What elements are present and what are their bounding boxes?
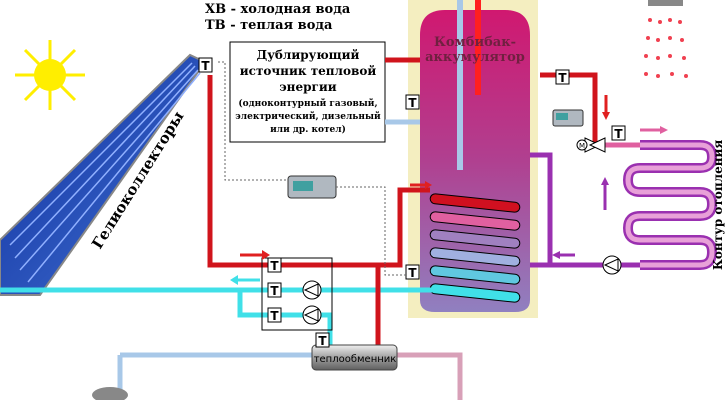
- signal-line: [218, 61, 288, 181]
- temperature-sensor-icon: T: [611, 125, 626, 141]
- svg-text:T: T: [270, 284, 279, 298]
- pump-icon: [302, 280, 322, 300]
- storage-tank-icon: [92, 387, 128, 400]
- temperature-sensor-icon: T: [315, 332, 330, 348]
- solar-collector: [0, 53, 207, 296]
- temperature-sensor-icon: T: [405, 94, 420, 110]
- backup-line2: источник тепловой: [240, 64, 377, 78]
- temperature-sensor-icon: T: [267, 257, 282, 273]
- heating-circuit-label: Контур отопления: [711, 140, 725, 270]
- heat-exchanger: теплообменник: [311, 344, 398, 371]
- heating-radiator: [622, 140, 718, 270]
- svg-text:T: T: [270, 259, 279, 273]
- controller-icon: [287, 175, 337, 199]
- tank-coils: [429, 193, 521, 303]
- controller-icon: [552, 109, 584, 127]
- svg-text:T: T: [558, 71, 567, 85]
- svg-text:T: T: [614, 127, 623, 141]
- legend-warm: ТВ - теплая вода: [205, 18, 333, 33]
- svg-text:T: T: [318, 334, 327, 348]
- shower-icon: [644, 0, 688, 78]
- backup-line1: Дублирующий: [257, 48, 360, 62]
- svg-text:T: T: [270, 309, 279, 323]
- heat-exchanger-label: теплообменник: [314, 354, 397, 365]
- pump-group-box: [261, 257, 333, 331]
- mixing-valve-icon: M: [576, 137, 606, 153]
- backup-line5: электрический, дизельный: [235, 111, 381, 122]
- svg-text:T: T: [408, 266, 417, 280]
- tank-label-1: Комбибак-: [434, 35, 516, 50]
- flow-arrows: [230, 95, 668, 285]
- temperature-sensor-icon: T: [555, 69, 570, 85]
- temperature-sensor-icon: T: [405, 264, 420, 280]
- combi-tank: Комбибак- аккумулятор: [408, 0, 538, 318]
- legend-cold: ХВ - холодная вода: [205, 2, 351, 17]
- sun-icon: [15, 40, 85, 110]
- tank-label-2: аккумулятор: [425, 50, 525, 65]
- temperature-sensor-icon: T: [267, 307, 282, 323]
- svg-text:M: M: [579, 142, 585, 150]
- pump-icon: [602, 255, 622, 275]
- temperature-sensor-icon: T: [267, 282, 282, 298]
- signal-line: [336, 186, 406, 276]
- svg-text:T: T: [201, 59, 210, 73]
- backup-line3: энергии: [279, 80, 336, 94]
- svg-text:T: T: [408, 96, 417, 110]
- backup-heat-source: Дублирующий источник тепловой энергии (о…: [229, 41, 386, 143]
- backup-line4: (одноконтурный газовый,: [238, 98, 377, 109]
- temperature-sensor-icon: T: [198, 57, 213, 73]
- pump-icon: [302, 305, 322, 325]
- backup-line6: или др. котел): [270, 124, 346, 135]
